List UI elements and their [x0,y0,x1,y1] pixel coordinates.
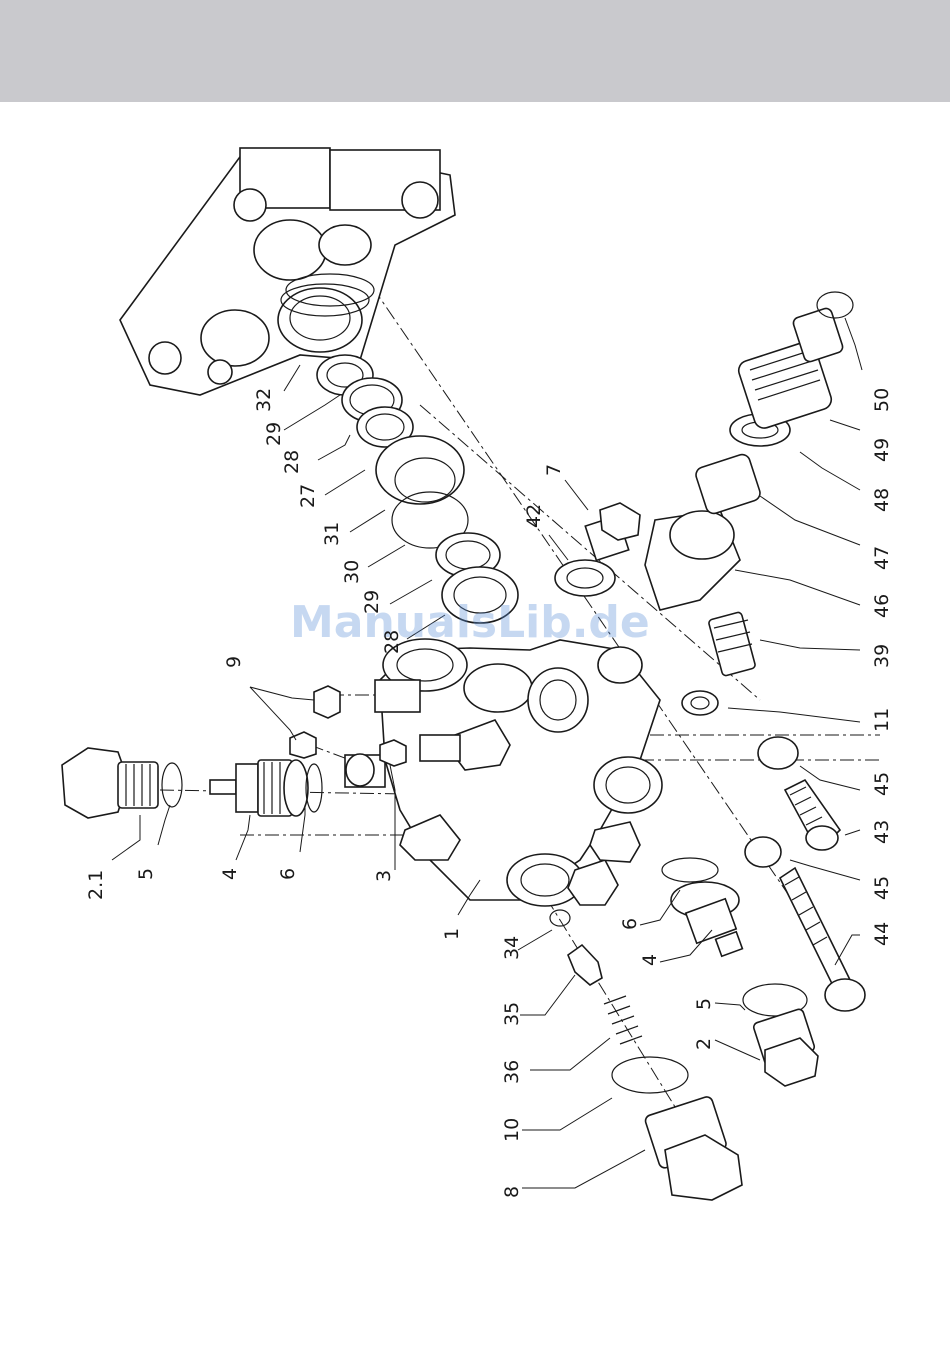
part-label-49: 49 [871,438,893,462]
part-label-45-top: 45 [871,772,893,796]
part-label-3: 3 [373,870,395,882]
part-label-27: 27 [297,484,319,508]
part-label-2: 2 [693,1038,715,1050]
part-label-5-right: 5 [693,998,715,1010]
part-label-35: 35 [501,1002,523,1026]
part-label-1: 1 [441,928,463,940]
part-label-46: 46 [871,594,893,618]
part-label-4-right: 4 [639,954,661,966]
part-label-4-left: 4 [219,868,241,880]
part-label-31: 31 [321,522,343,546]
part-label-29-lower: 29 [361,590,383,614]
part-label-11: 11 [871,708,893,732]
part-label-45-bottom: 45 [871,876,893,900]
part-label-8: 8 [501,1186,523,1198]
part-label-48: 48 [871,488,893,512]
part-label-29-top: 29 [263,422,285,446]
part-label-44: 44 [871,922,893,946]
part-label-2-1: 2.1 [85,870,107,900]
part-label-39: 39 [871,644,893,668]
part-label-36: 36 [501,1060,523,1084]
part-label-28-lower: 28 [381,630,403,654]
part-label-5-left: 5 [135,868,157,880]
part-label-10: 10 [501,1118,523,1142]
left-valve-assembly [62,748,322,818]
part-label-47: 47 [871,546,893,570]
part-label-50: 50 [871,388,893,412]
part-label-6-left: 6 [277,868,299,880]
part-label-42: 42 [523,504,545,528]
part-label-32: 32 [253,388,275,412]
part-label-6-right: 6 [619,918,641,930]
part-label-30: 30 [341,560,363,584]
part-label-34: 34 [501,936,523,960]
part-label-28-top: 28 [281,450,303,474]
pump-head-housing [120,148,455,395]
part-label-7: 7 [543,464,565,476]
part-label-9-left: 9 [223,656,245,668]
part-label-43: 43 [871,820,893,844]
check-valve-assembly [550,910,742,1200]
watermark: ManualsLib.de [290,597,650,648]
manifold-body [345,639,662,906]
